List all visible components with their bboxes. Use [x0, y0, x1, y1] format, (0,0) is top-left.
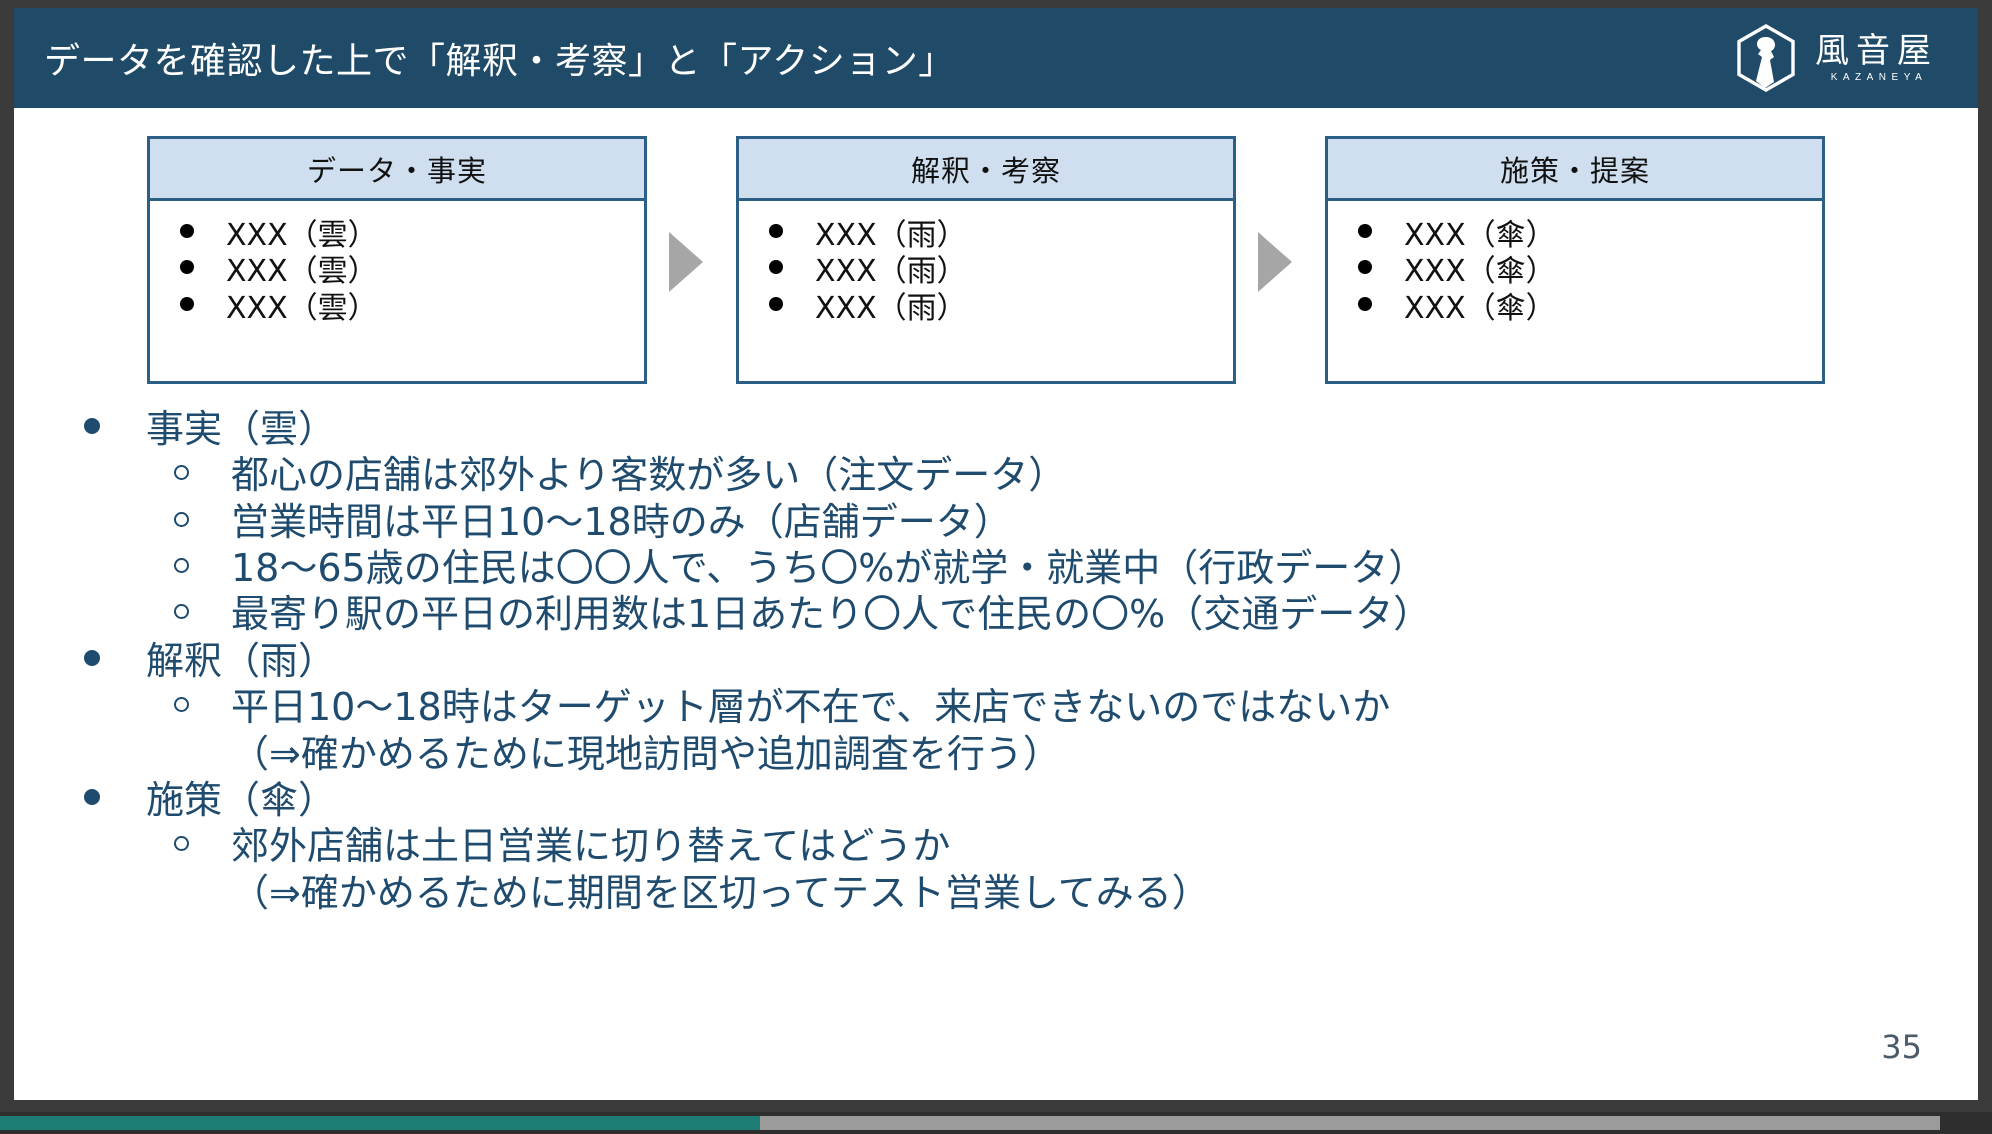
brand-logo-text: 風音屋 KAZANEYA — [1815, 34, 1938, 83]
list-item-label: XXX（傘） — [1404, 218, 1556, 253]
bullet-sub-item: 郊外店舗は土日営業に切り替えてはどうか — [174, 823, 1978, 869]
bullet-section-heading: 事実（雲） — [84, 406, 1978, 452]
bullet-sub-continuation: （⇒確かめるために現地訪問や追加調査を行う） — [174, 731, 1978, 777]
bullet-continuation-label: （⇒確かめるために現地訪問や追加調査を行う） — [231, 731, 1061, 776]
flow-arrow-icon — [1258, 232, 1292, 292]
list-item: XXX（傘） — [1358, 291, 1822, 327]
bullet-hollow-icon — [174, 511, 189, 527]
bullet-continuation-label: （⇒確かめるために期間を区切ってテスト営業してみる） — [231, 870, 1210, 915]
bullet-filled-icon — [84, 649, 100, 666]
bullet-sub-continuation: （⇒確かめるために期間を区切ってテスト営業してみる） — [174, 870, 1978, 916]
bullet-sub-item: 平日10〜18時はターゲット層が不在で、来店できないのではないか — [174, 684, 1978, 730]
kazaneya-hexagon-logo-icon — [1737, 24, 1795, 92]
page-title: データを確認した上で「解釈・考察」と「アクション」 — [44, 41, 955, 82]
bullet-hollow-icon — [174, 604, 189, 620]
list-item-label: XXX（傘） — [1404, 254, 1556, 290]
brand-name-kanji: 風音屋 — [1815, 30, 1938, 71]
flow-box-data-facts: データ・事実 XXX（雲） XXX（雲） XXX（雲） — [147, 136, 647, 384]
bullet-sub-label: 最寄り駅の平日の利用数は1日あたり〇人で住民の〇%（交通データ） — [231, 592, 1432, 637]
list-item: XXX（雨） — [769, 218, 1233, 254]
flow-box-title: 施策・提案 — [1328, 139, 1822, 201]
bullet-sub-label: 郊外店舗は土日営業に切り替えてはどうか — [231, 824, 951, 869]
list-item: XXX（傘） — [1358, 254, 1822, 290]
bullet-heading-label: 事実（雲） — [146, 407, 337, 451]
bullet-filled-icon — [84, 418, 100, 434]
bullet-dot-icon — [180, 224, 194, 238]
list-item-label: XXX（雨） — [815, 254, 967, 290]
bullet-dot-icon — [1358, 296, 1372, 311]
bullet-dot-icon — [180, 296, 194, 311]
bullet-hollow-icon — [174, 697, 189, 713]
list-item-label: XXX（雲） — [226, 254, 378, 290]
flow-diagram: データ・事実 XXX（雲） XXX（雲） XXX（雲） — [14, 136, 1978, 396]
list-item-label: XXX（雨） — [815, 218, 967, 253]
bullet-dot-icon — [769, 224, 783, 238]
bullet-dot-icon — [180, 260, 194, 275]
list-item-label: XXX（雲） — [226, 290, 378, 326]
bullet-sub-label: 18〜65歳の住民は〇〇人で、うち〇%が就学・就業中（行政データ） — [231, 546, 1427, 591]
list-item-label: XXX（傘） — [1404, 290, 1556, 326]
bullet-sub-label: 平日10〜18時はターゲット層が不在で、来店できないのではないか — [231, 685, 1391, 730]
list-item: XXX（傘） — [1358, 218, 1822, 254]
flow-arrow-icon — [669, 232, 703, 292]
brand-name-roman: KAZANEYA — [1830, 71, 1928, 83]
bullet-sub-item: 営業時間は平日10〜18時のみ（店舗データ） — [174, 499, 1978, 545]
flow-box-items: XXX（傘） XXX（傘） XXX（傘） — [1328, 201, 1822, 327]
horizontal-scrollbar-thumb[interactable] — [760, 1116, 1940, 1130]
bullet-sub-label: 営業時間は平日10〜18時のみ（店舗データ） — [231, 499, 1012, 544]
bullet-filled-icon — [84, 788, 100, 805]
list-item: XXX（雨） — [769, 254, 1233, 290]
bullet-dot-icon — [1358, 260, 1372, 275]
bullet-heading-label: 解釈（雨） — [146, 638, 337, 683]
list-item-label: XXX（雲） — [226, 218, 378, 253]
list-item-label: XXX（雨） — [815, 290, 967, 326]
flow-box-interpretation: 解釈・考察 XXX（雨） XXX（雨） XXX（雨） — [736, 136, 1236, 384]
bullet-section-heading: 解釈（雨） — [84, 638, 1978, 684]
bullet-dot-icon — [769, 260, 783, 275]
bullet-dot-icon — [1358, 224, 1372, 238]
flow-box-items: XXX（雨） XXX（雨） XXX（雨） — [739, 201, 1233, 327]
bullet-hollow-icon — [174, 558, 189, 574]
horizontal-scrollbar-track[interactable] — [0, 1112, 1992, 1134]
list-item: XXX（雲） — [180, 291, 644, 327]
brand-logo: 風音屋 KAZANEYA — [1735, 24, 1938, 92]
scroll-progress-bar — [0, 1116, 760, 1130]
slide-body-bullets: 事実（雲） 都心の店舗は郊外より客数が多い（注文データ） 営業時間は平日10〜1… — [14, 406, 1978, 916]
flow-box-title: 解釈・考察 — [739, 139, 1233, 201]
bullet-sub-item: 都心の店舗は郊外より客数が多い（注文データ） — [174, 452, 1978, 498]
list-item: XXX（雲） — [180, 218, 644, 254]
bullet-hollow-icon — [174, 465, 189, 481]
bullet-hollow-icon — [174, 836, 189, 852]
flow-box-measures: 施策・提案 XXX（傘） XXX（傘） XXX（傘） — [1325, 136, 1825, 384]
slide-canvas: データを確認した上で「解釈・考察」と「アクション」 風音屋 KAZANEYA デ… — [14, 8, 1978, 1100]
bullet-sub-label: 都心の店舗は郊外より客数が多い（注文データ） — [231, 453, 1067, 498]
slide-title-bar: データを確認した上で「解釈・考察」と「アクション」 風音屋 KAZANEYA — [14, 8, 1978, 108]
flow-box-items: XXX（雲） XXX（雲） XXX（雲） — [150, 201, 644, 327]
page-number: 35 — [1881, 1028, 1922, 1066]
bullet-sub-item: 18〜65歳の住民は〇〇人で、うち〇%が就学・就業中（行政データ） — [174, 545, 1978, 591]
bullet-section-heading: 施策（傘） — [84, 777, 1978, 823]
list-item: XXX（雲） — [180, 254, 644, 290]
bullet-dot-icon — [769, 296, 783, 311]
bullet-heading-label: 施策（傘） — [146, 777, 337, 822]
title-bar-background — [14, 8, 1978, 108]
bullet-sub-item: 最寄り駅の平日の利用数は1日あたり〇人で住民の〇%（交通データ） — [174, 591, 1978, 637]
flow-box-title: データ・事実 — [150, 139, 644, 201]
list-item: XXX（雨） — [769, 291, 1233, 327]
